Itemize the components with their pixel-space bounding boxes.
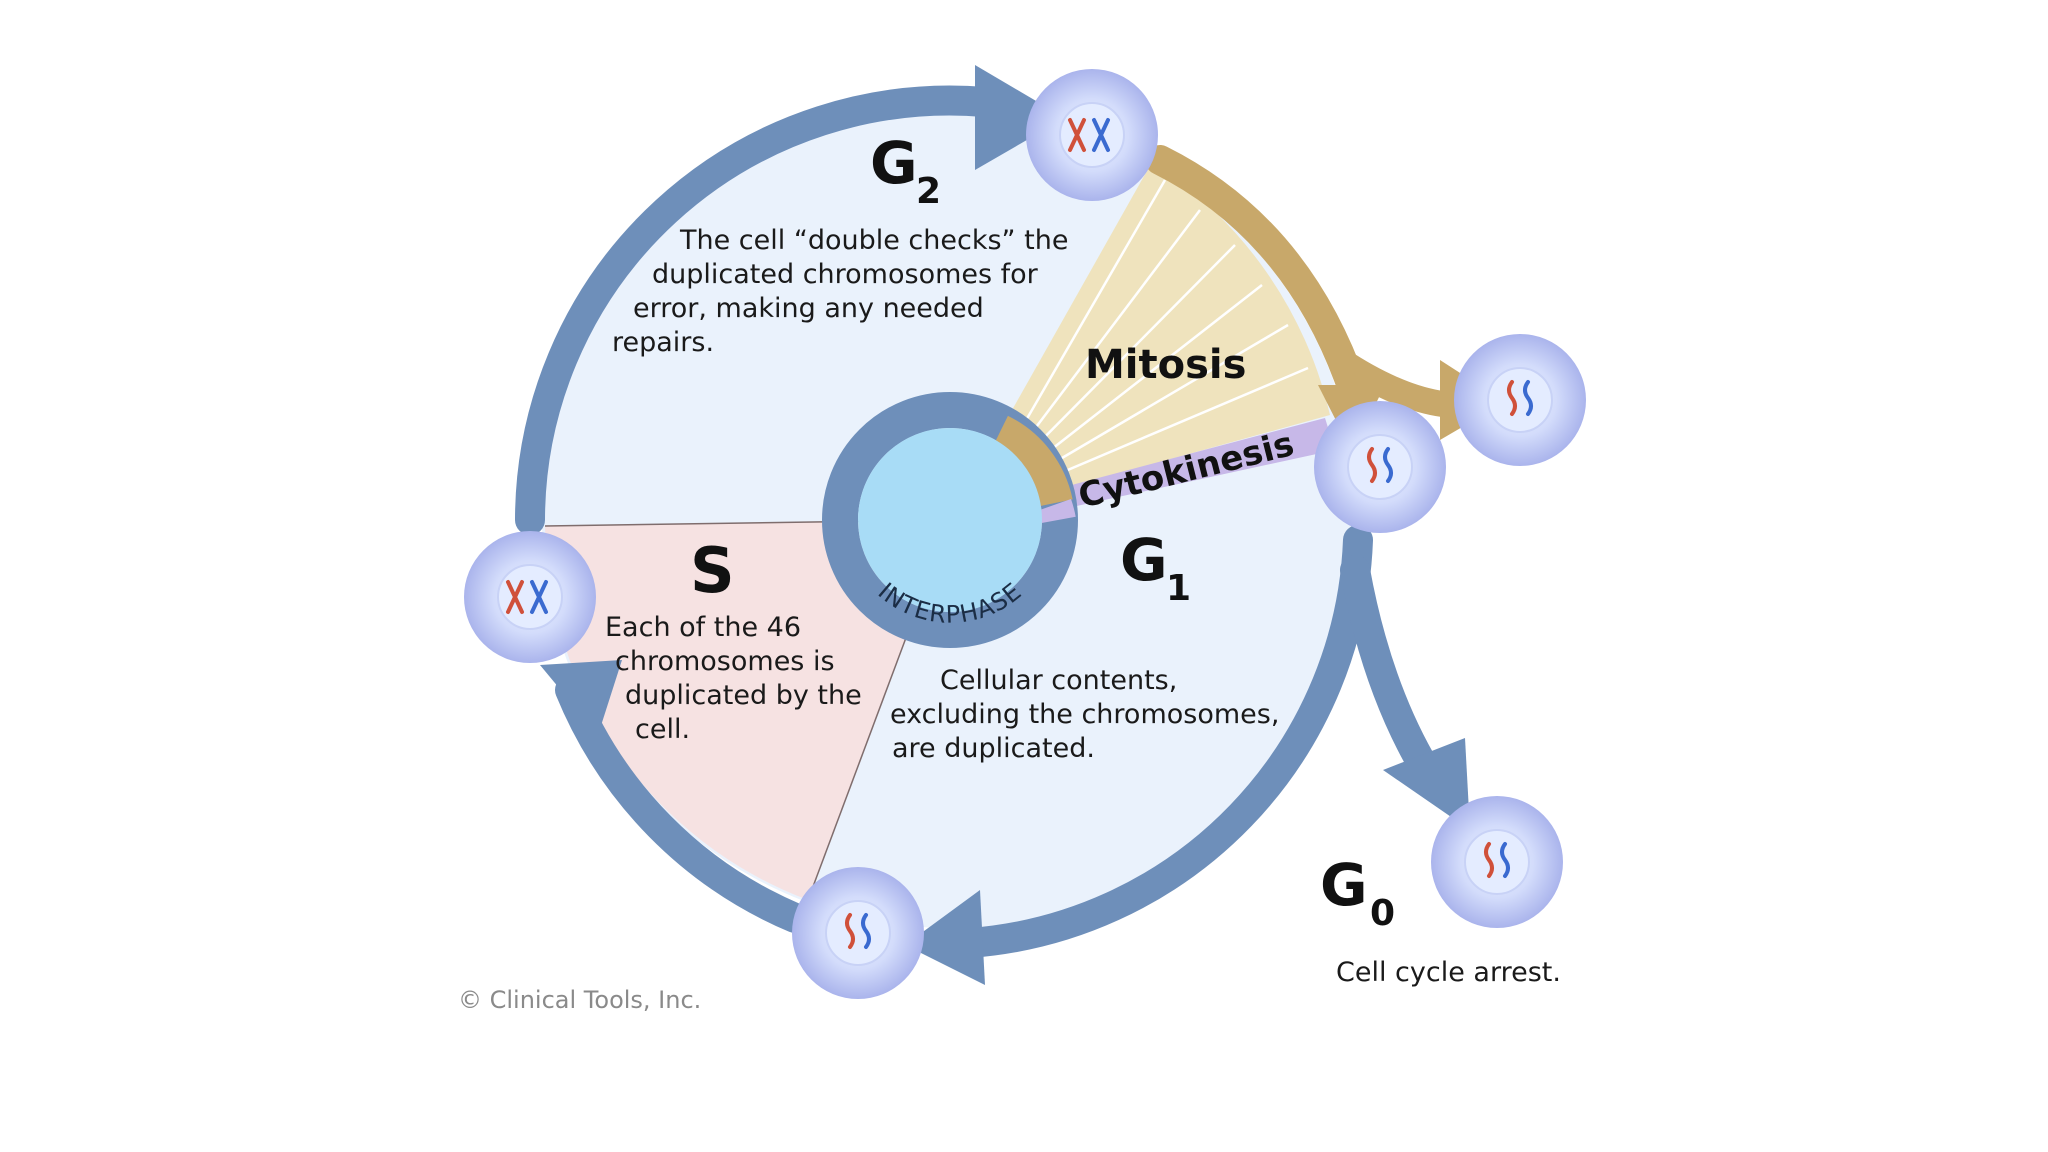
svg-text:Cell cycle arrest.: Cell cycle arrest. xyxy=(1336,957,1561,988)
svg-text:0: 0 xyxy=(1370,893,1395,934)
svg-text:2: 2 xyxy=(916,171,941,212)
svg-text:repairs.: repairs. xyxy=(612,327,714,358)
cell-s xyxy=(464,531,596,663)
svg-text:G: G xyxy=(1320,851,1368,919)
g2-label: G 2 xyxy=(870,129,941,212)
cycle-arrow xyxy=(515,85,1373,958)
cell-bottom xyxy=(792,867,924,999)
svg-text:S: S xyxy=(690,534,735,607)
svg-text:cell.: cell. xyxy=(635,714,690,745)
cycle-arrowheads xyxy=(540,65,1065,985)
svg-text:excluding the chromosomes,: excluding the chromosomes, xyxy=(890,699,1279,730)
svg-text:chromosomes is: chromosomes is xyxy=(615,646,835,677)
interphase-ring: INTERPHASE xyxy=(822,392,1078,648)
cell-daughter-1 xyxy=(1314,401,1446,533)
nucleus xyxy=(858,428,1042,612)
cell-g2 xyxy=(1026,69,1158,201)
mitosis-label: Mitosis xyxy=(1085,342,1246,388)
copyright-text: © Clinical Tools, Inc. xyxy=(458,986,701,1014)
cell-daughter-2 xyxy=(1454,334,1586,466)
s-label: S xyxy=(690,534,735,607)
svg-text:Cellular contents,: Cellular contents, xyxy=(940,665,1177,696)
s-sector xyxy=(545,520,950,900)
g0-description: Cell cycle arrest. xyxy=(1336,957,1561,988)
svg-text:are duplicated.: are duplicated. xyxy=(892,733,1095,764)
g0-label: G 0 xyxy=(1320,851,1395,934)
svg-text:error, making any needed: error, making any needed xyxy=(633,293,984,324)
svg-text:G: G xyxy=(1120,526,1168,594)
arrowhead-to-bottom-cell xyxy=(905,890,985,985)
g0-arrow xyxy=(1340,555,1470,830)
arrowhead-to-g2 xyxy=(975,65,1065,170)
svg-text:G: G xyxy=(870,129,918,197)
svg-text:The cell “double checks” the: The cell “double checks” the xyxy=(679,225,1068,256)
cell-g0 xyxy=(1431,796,1563,928)
cytokinesis-wedge xyxy=(1030,418,1335,515)
svg-text:duplicated by the: duplicated by the xyxy=(625,680,862,711)
g1-description: Cellular contents, excluding the chromos… xyxy=(890,665,1279,764)
arrowhead-to-s-cell xyxy=(540,660,622,735)
g2-description: The cell “double checks” the duplicated … xyxy=(612,225,1068,358)
svg-text:duplicated chromosomes for: duplicated chromosomes for xyxy=(652,259,1039,290)
mitosis-rays xyxy=(1008,179,1309,488)
s-description: Each of the 46 chromosomes is duplicated… xyxy=(605,612,862,745)
svg-text:Each of the 46: Each of the 46 xyxy=(605,612,801,643)
g1-label: G 1 xyxy=(1120,526,1191,609)
svg-text:1: 1 xyxy=(1166,568,1191,609)
